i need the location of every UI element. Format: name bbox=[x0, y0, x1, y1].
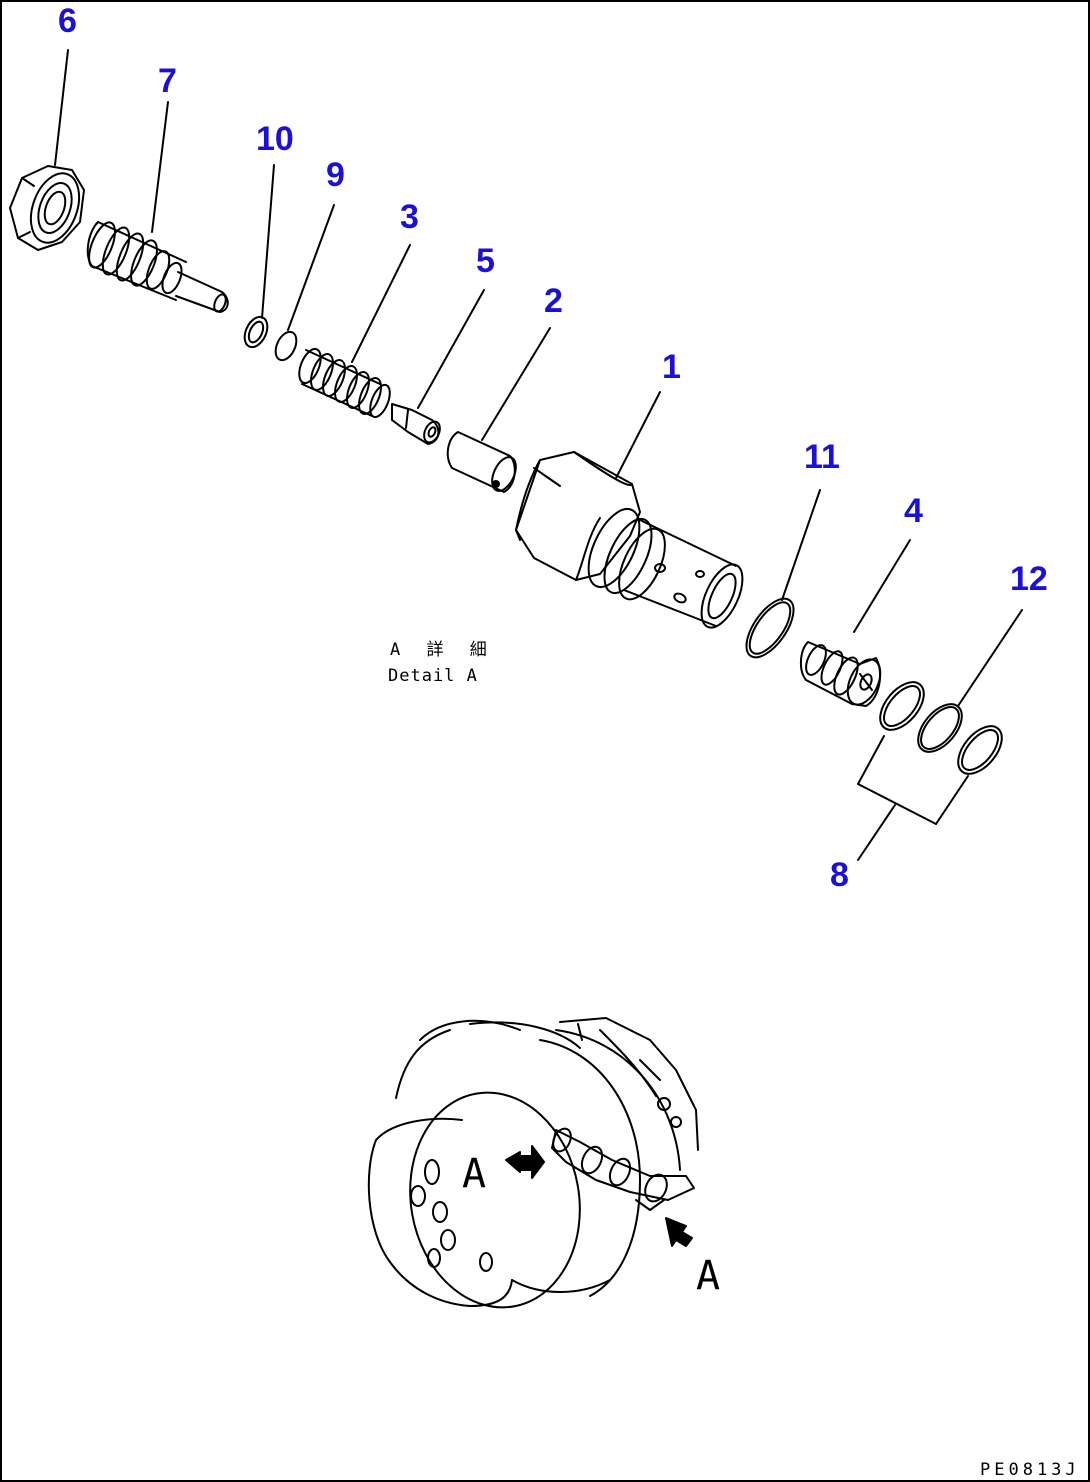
part-11-o-ring bbox=[745, 597, 795, 659]
drawing-code: PE0813J bbox=[980, 1460, 1080, 1480]
leader-lines bbox=[54, 49, 1023, 861]
part-9-ring bbox=[274, 330, 298, 362]
part-8-backup-ring-a bbox=[879, 681, 925, 731]
callout-7: 7 bbox=[158, 62, 177, 100]
part-2-sleeve bbox=[446, 431, 517, 493]
part-12-o-ring bbox=[917, 703, 963, 753]
callout-5: 5 bbox=[476, 242, 495, 280]
view-label-a-left: A bbox=[462, 1151, 487, 1197]
part-10-ring bbox=[243, 315, 269, 349]
part-7-plug bbox=[86, 221, 229, 313]
callout-8: 8 bbox=[830, 856, 849, 894]
callout-6: 6 bbox=[58, 2, 77, 40]
callout-11: 11 bbox=[804, 438, 840, 476]
part-3-spring bbox=[298, 347, 391, 419]
callout-3: 3 bbox=[400, 198, 419, 236]
part-6-nut bbox=[9, 165, 85, 251]
motor-assembly-view bbox=[367, 1017, 699, 1309]
callout-10: 10 bbox=[256, 120, 294, 158]
part-5-poppet bbox=[391, 403, 441, 445]
view-label-a-bottom: A bbox=[696, 1253, 721, 1299]
detail-caption-japanese: A 詳 細 bbox=[390, 640, 488, 660]
callout-2: 2 bbox=[544, 282, 563, 320]
part-8-backup-ring-b bbox=[957, 725, 1003, 775]
callout-4: 4 bbox=[904, 492, 923, 530]
detail-caption-english: Detail A bbox=[388, 666, 478, 686]
part-1-valve-body bbox=[515, 451, 744, 629]
callout-1: 1 bbox=[662, 348, 681, 386]
callout-12: 12 bbox=[1010, 560, 1048, 598]
part-4-check-valve bbox=[800, 641, 882, 707]
callout-9: 9 bbox=[326, 156, 345, 194]
